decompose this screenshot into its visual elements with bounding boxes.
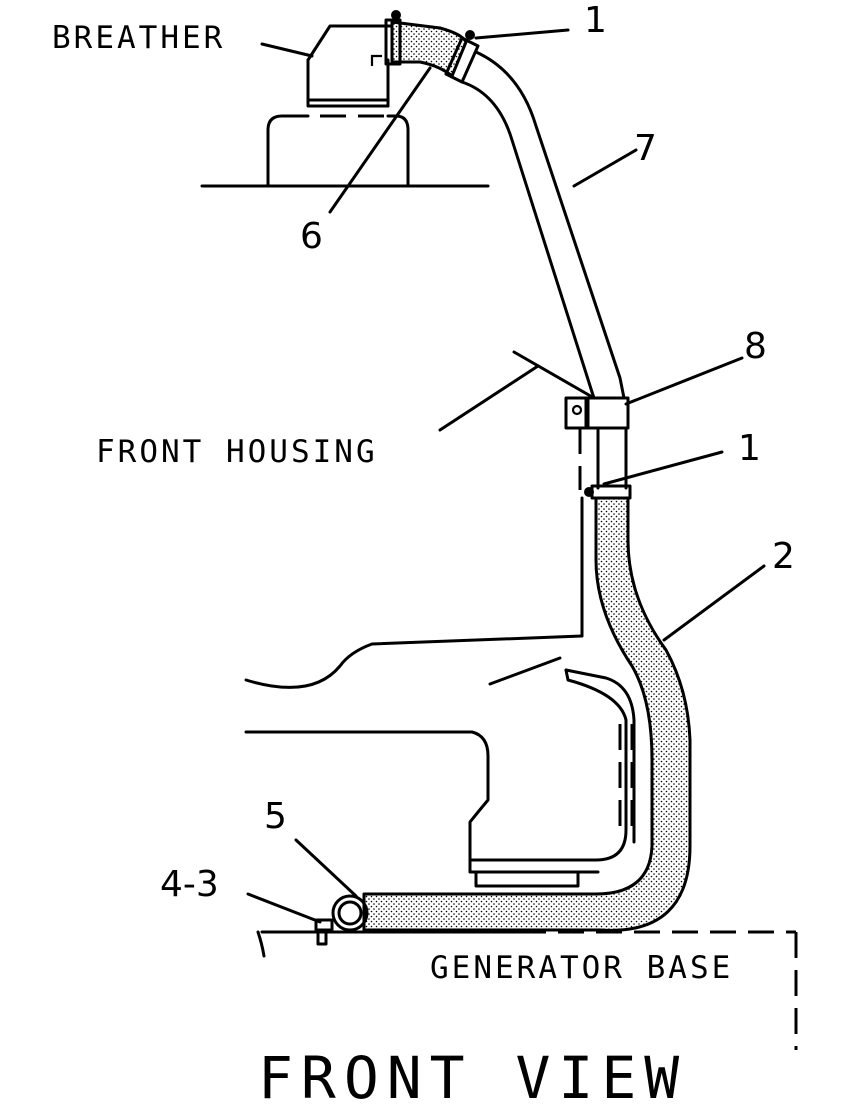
callout-8: 8: [744, 326, 767, 367]
generator-base-outline: [256, 930, 798, 1050]
callout-1-top: 1: [584, 0, 607, 41]
callout-1-middle: 1: [738, 428, 761, 469]
tube-bracket: [564, 396, 630, 490]
clamp-top-right: [465, 30, 475, 40]
engine-outline: [244, 496, 636, 888]
clamp-middle: [584, 484, 632, 500]
callout-4-3: 4-3: [160, 864, 219, 905]
callout-5: 5: [264, 796, 287, 837]
callout-7: 7: [634, 128, 657, 169]
generator-base-label: GENERATOR BASE: [430, 950, 733, 986]
base-clamp: [314, 894, 369, 946]
callout-6: 6: [300, 216, 323, 257]
upper-hose: [384, 10, 480, 84]
lower-hose: [362, 496, 692, 932]
upper-tube: [460, 50, 626, 400]
callout-2: 2: [772, 536, 795, 577]
front-housing-label: FRONT HOUSING: [96, 434, 378, 470]
leader-lines: [246, 28, 766, 924]
clamp-top-left: [391, 10, 401, 20]
breather-label: BREATHER: [52, 20, 225, 56]
view-title: FRONT VIEW: [258, 1044, 687, 1109]
